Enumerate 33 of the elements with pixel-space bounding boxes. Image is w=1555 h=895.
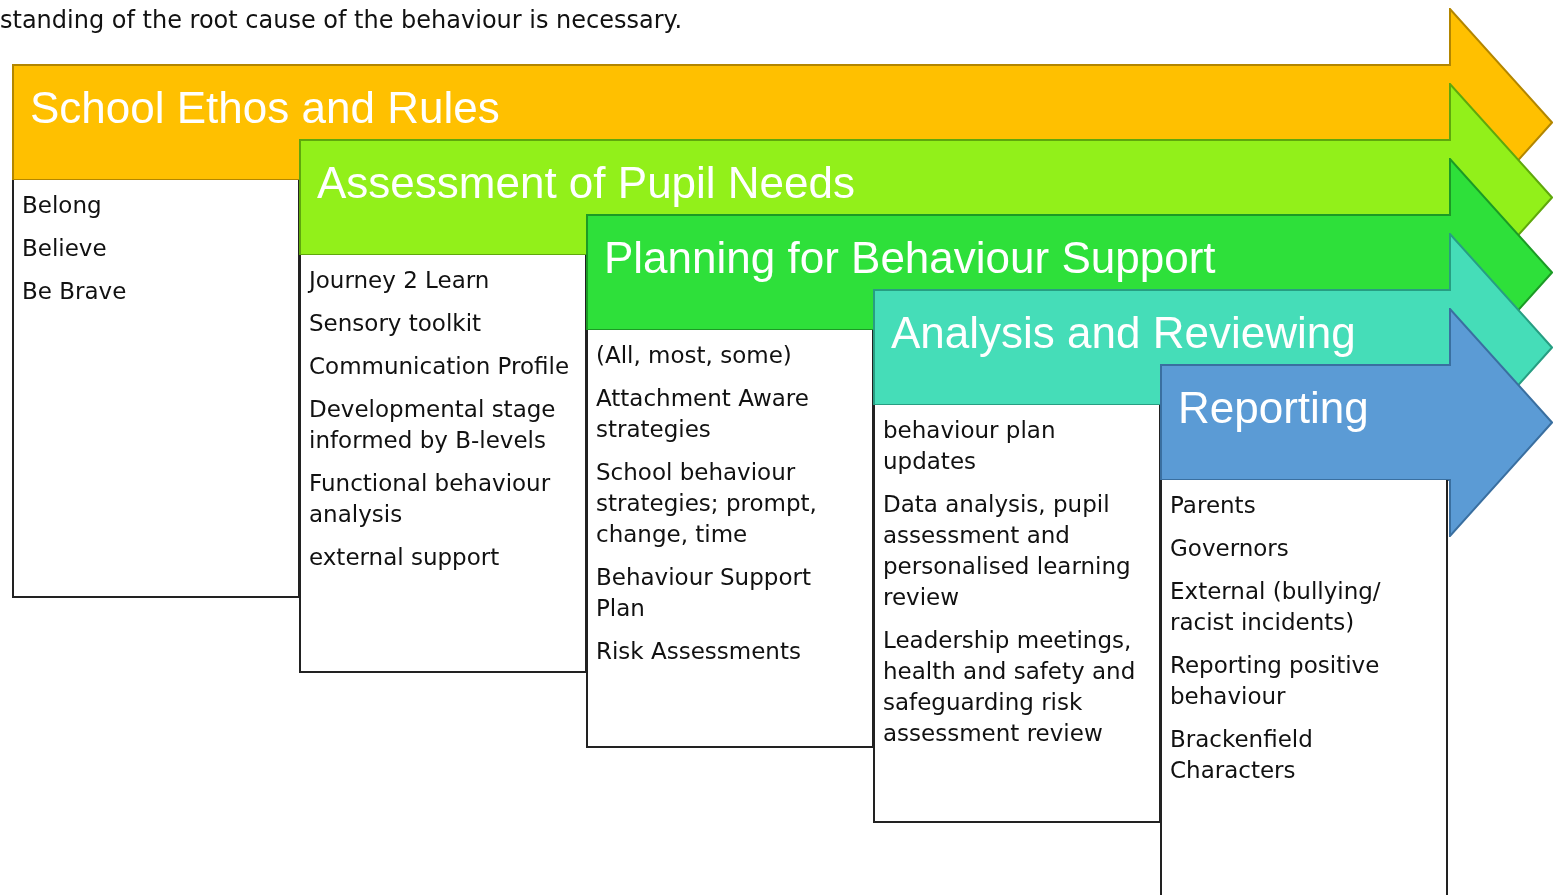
list-box <box>586 330 874 748</box>
list-item: Sensory toolkit <box>309 309 483 338</box>
arrow-heading: School Ethos and Rules <box>30 83 500 133</box>
list-item: Functional behaviour analysis <box>309 469 552 529</box>
list-item: Parents <box>1170 491 1257 520</box>
list-item: Journey 2 Learn <box>309 266 491 295</box>
list-item: Belong <box>22 191 103 220</box>
list-item: behaviour plan updates <box>883 416 1057 476</box>
list-item: Leadership meetings, health and safety and safeguarding risk assessment review <box>883 626 1137 748</box>
list-box <box>1160 480 1448 895</box>
list-item: Reporting positive behaviour <box>1170 651 1381 711</box>
list-item: Developmental stage informed by B-levels <box>309 395 557 455</box>
list-item: Believe <box>22 234 108 263</box>
list-item: external support <box>309 543 501 572</box>
arrow-heading: Assessment of Pupil Needs <box>317 158 856 208</box>
list-item: External (bullying/ racist incidents) <box>1170 577 1382 637</box>
arrow-heading: Planning for Behaviour Support <box>604 233 1216 283</box>
list-item: School behaviour strategies; prompt, change, time <box>596 458 818 549</box>
list-item: Communication Profile <box>309 352 571 381</box>
list-item: Be Brave <box>22 277 128 306</box>
intro-text: standing of the root cause of the behaviour is necessary. <box>0 6 683 34</box>
list-item: Attachment Aware strategies <box>596 384 810 444</box>
list-item: Brackenfield Characters <box>1170 725 1314 785</box>
list-item: (All, most, some) <box>596 341 793 370</box>
list-box <box>299 255 587 673</box>
list-item: Governors <box>1170 534 1290 563</box>
list-box <box>873 405 1161 823</box>
list-box <box>12 180 300 598</box>
list-item: Behaviour Support Plan <box>596 563 812 623</box>
arrow-heading: Analysis and Reviewing <box>891 308 1356 358</box>
list-item: Data analysis, pupil assessment and personalised learning review <box>883 490 1132 612</box>
list-item: Risk Assessments <box>596 637 802 666</box>
arrow-heading: Reporting <box>1178 383 1369 433</box>
